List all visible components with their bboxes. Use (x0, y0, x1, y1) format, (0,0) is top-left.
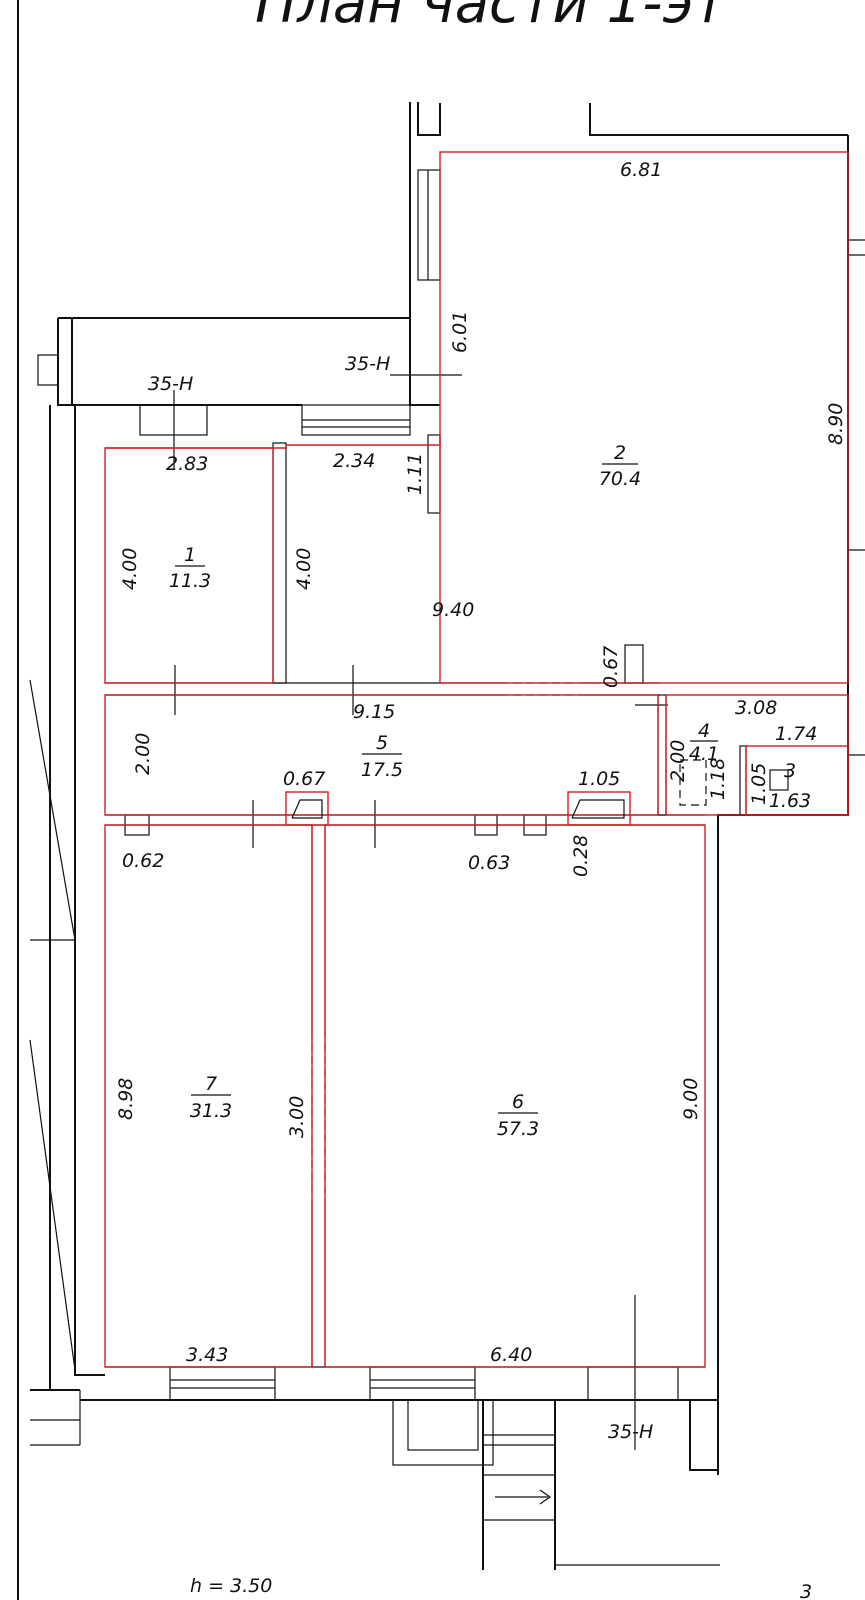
shaft-2-outline (567, 791, 631, 826)
dimension: 3.43 (186, 1344, 228, 1366)
room-label-7: 7 31.3 (190, 1073, 232, 1122)
room-label-5: 5 17.5 (361, 732, 403, 781)
room-7-outline (104, 824, 313, 1368)
dimension: 0.67 (283, 768, 325, 790)
dimension: 2.83 (166, 453, 208, 475)
room-area: 70.4 (599, 468, 641, 490)
room-label-3: 3 1.63 (769, 760, 811, 812)
dimension: 2.00 (667, 740, 689, 782)
dimension: 9.00 (680, 1078, 702, 1120)
dimension: 0.67 (600, 646, 622, 688)
dimension: 3.08 (735, 697, 777, 719)
room-number: 6 (512, 1091, 524, 1113)
dimension: 9.40 (432, 599, 474, 621)
dimension: 8.98 (115, 1078, 137, 1120)
dimension: 6.40 (490, 1344, 532, 1366)
room-label-4: 4 4.1 (689, 720, 719, 765)
dimension: 0.63 (468, 852, 510, 874)
building-walls (29, 102, 865, 1570)
room-6-outline (324, 824, 706, 1368)
room-2-outline (439, 151, 849, 684)
dimension: 6.01 (449, 311, 471, 353)
room-area: 17.5 (361, 759, 403, 781)
dimension: 6.81 (620, 159, 662, 181)
page-mark: 3 (800, 1581, 812, 1600)
shaft-1-outline (285, 791, 329, 826)
dimension: 2.34 (333, 450, 375, 472)
room-outlines (104, 151, 849, 1368)
room-area: 4.1 (689, 743, 719, 765)
room-area: 1.63 (769, 790, 811, 812)
dimension: 8.90 (825, 403, 847, 445)
room-area: 11.3 (169, 570, 211, 592)
dimension: 9.15 (353, 701, 395, 723)
room-number: 4 (698, 720, 710, 742)
dimension: 1.74 (775, 723, 817, 745)
dimension: 1.11 (404, 453, 426, 495)
room-label-2: 2 70.4 (599, 442, 641, 490)
room-number: 2 (614, 442, 626, 464)
dimension: 3.00 (286, 1096, 308, 1138)
dimension: 4.00 (293, 548, 315, 590)
room-number: 7 (205, 1073, 217, 1095)
dimension-labels: 6.81 6.01 8.90 2.83 2.34 1.11 4.00 4.00 … (115, 159, 847, 1366)
dimension: 4.00 (119, 548, 141, 590)
room-area: 57.3 (497, 1118, 539, 1140)
section-mark: 35-Н (608, 1421, 653, 1443)
room-3-outline (745, 745, 849, 816)
dimension: 1.05 (578, 768, 620, 790)
room-area: 31.3 (190, 1100, 232, 1122)
ceiling-height-note: h = 3.50 (190, 1575, 272, 1597)
dimension: 2.00 (132, 733, 154, 775)
section-mark: 35-Н (345, 353, 390, 375)
room-1-outline (104, 447, 274, 684)
plan-title: План части 1-эт (255, 0, 727, 36)
room-label-1: 1 11.3 (169, 544, 211, 592)
room-number: 1 (184, 544, 196, 566)
room-label-6: 6 57.3 (497, 1091, 539, 1140)
room-number: 5 (376, 732, 388, 754)
dimension: 0.28 (570, 835, 592, 877)
room-5-outline (104, 694, 659, 816)
dimension: 1.18 (707, 758, 729, 800)
room-number: 3 (784, 760, 796, 782)
dimension: 0.62 (122, 850, 164, 872)
dimension: 1.05 (748, 763, 770, 805)
section-mark: 35-Н (148, 373, 193, 395)
